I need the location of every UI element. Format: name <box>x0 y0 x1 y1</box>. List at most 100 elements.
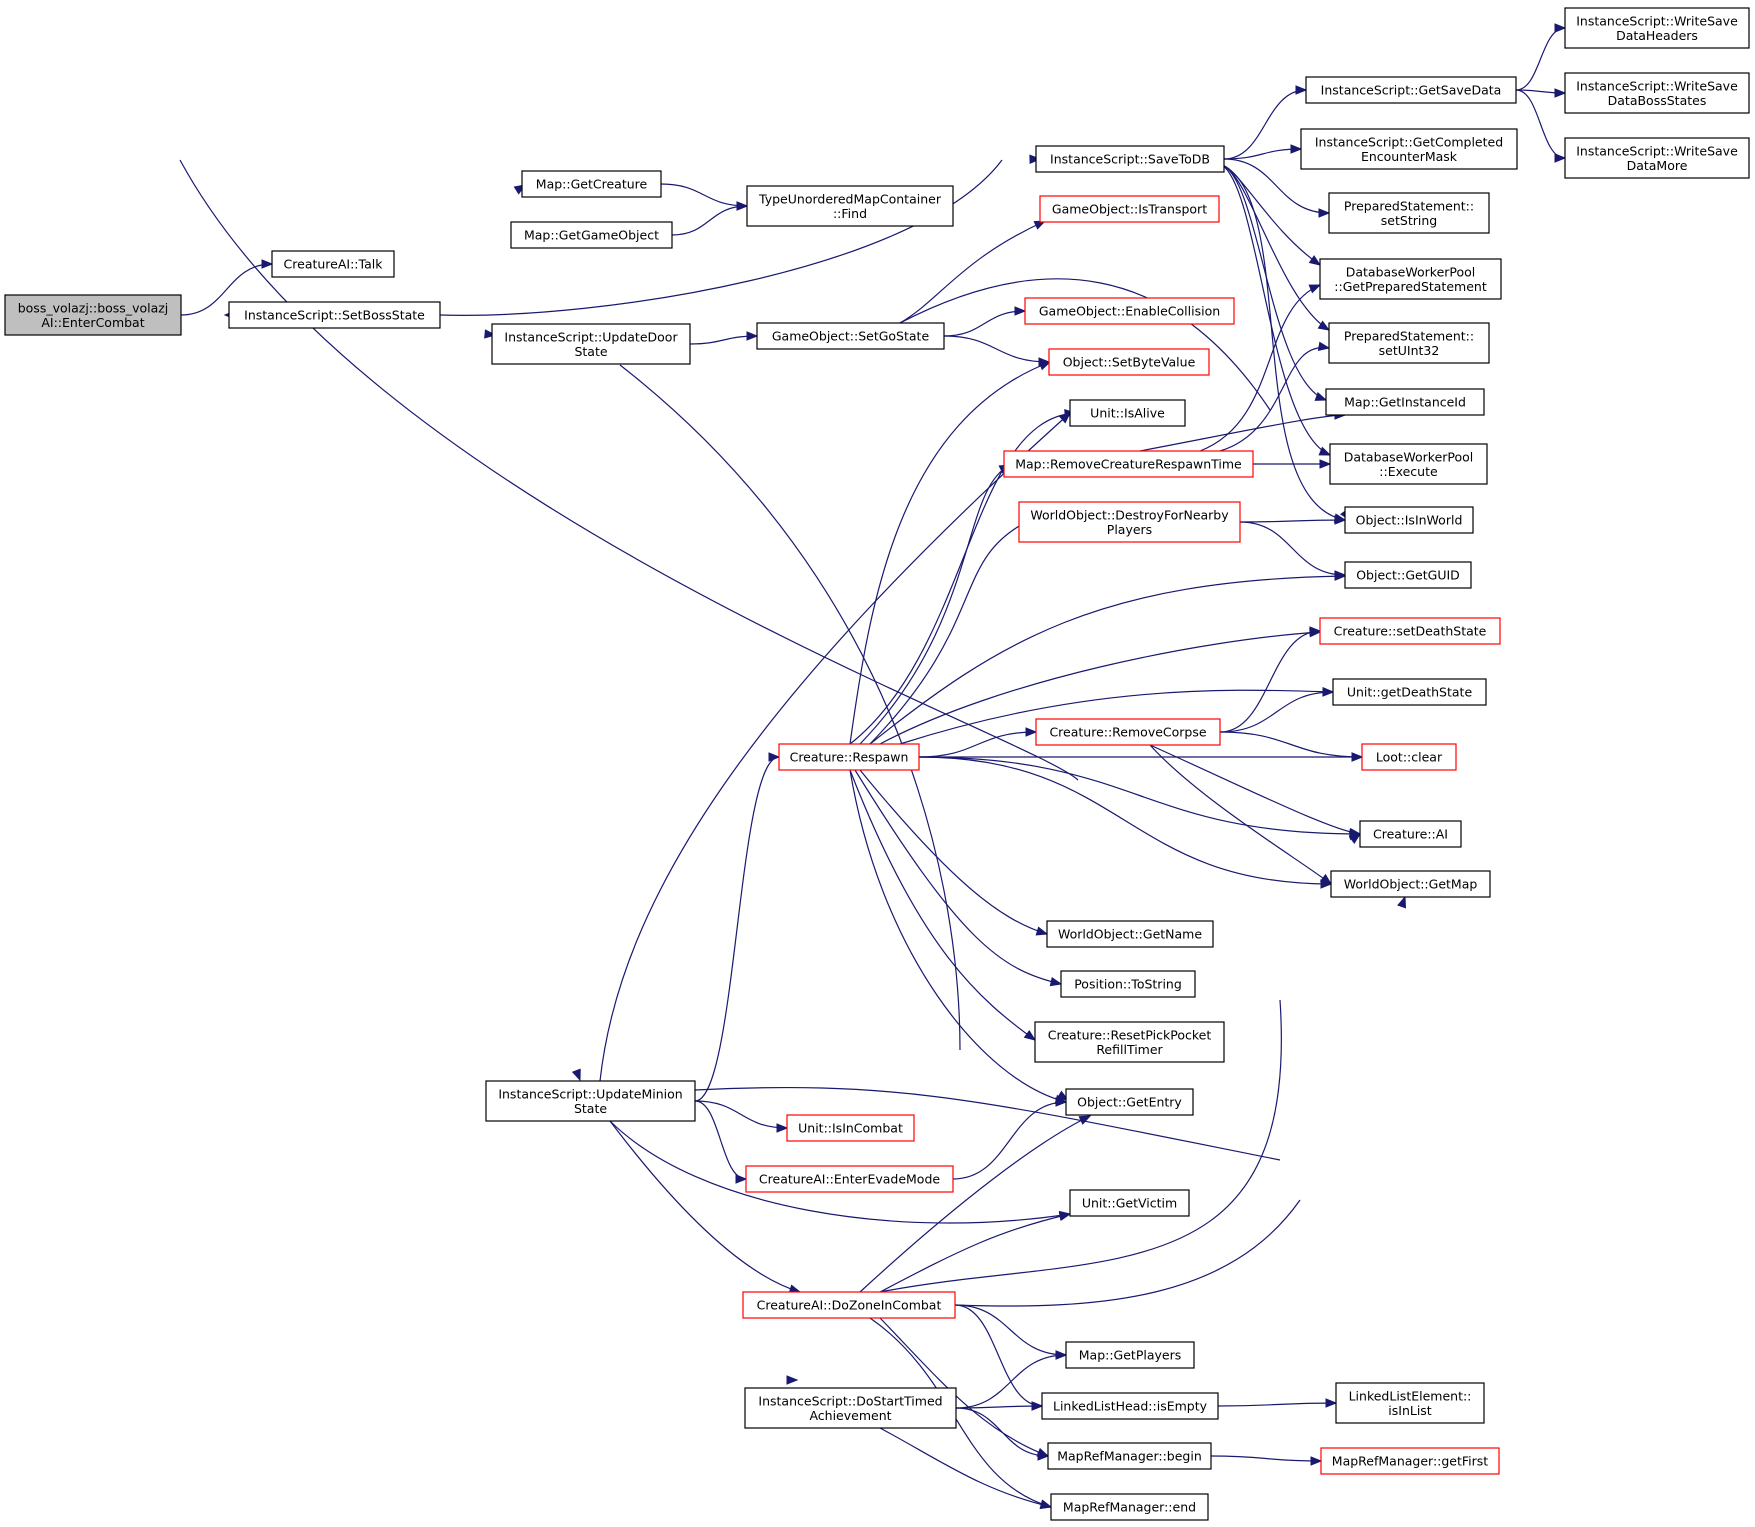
edge-line <box>694 756 780 1102</box>
edge-line <box>671 205 748 236</box>
node-getcreature[interactable]: Map::GetCreature <box>521 170 662 198</box>
node-lootclear[interactable]: Loot::clear <box>1361 743 1457 771</box>
node-talk[interactable]: CreatureAI::Talk <box>271 250 395 278</box>
node-getvictim[interactable]: Unit::GetVictim <box>1069 1189 1190 1217</box>
node-istransport[interactable]: GameObject::IsTransport <box>1039 195 1220 223</box>
node-label: TypeUnorderedMapContainer <box>758 191 942 206</box>
node-respawn[interactable]: Creature::Respawn <box>778 743 920 771</box>
node-box <box>1039 195 1220 223</box>
node-savetodb[interactable]: InstanceScript::SaveToDB <box>1035 145 1225 173</box>
node-removeresp[interactable]: Map::RemoveCreatureRespawnTime <box>1003 450 1254 478</box>
node-setdeath[interactable]: Creature::setDeathState <box>1319 617 1501 645</box>
node-setuint32[interactable]: PreparedStatement::setUInt32 <box>1328 322 1490 364</box>
node-label: Unit::getDeathState <box>1347 685 1473 700</box>
edge-arrowhead <box>1317 341 1331 351</box>
node-label: State <box>574 1101 607 1116</box>
edge-respawn-to-creatureai <box>918 756 1362 839</box>
node-getname[interactable]: WorldObject::GetName <box>1046 920 1214 948</box>
node-box <box>271 250 395 278</box>
edge-line <box>1515 27 1566 91</box>
edge-destroyfor-to-isinworld <box>1239 515 1347 525</box>
node-getfirst[interactable]: MapRefManager::getFirst <box>1320 1447 1500 1475</box>
node-setgostate[interactable]: GameObject::SetGoState <box>756 322 945 350</box>
node-setboss[interactable]: InstanceScript::SetBossState <box>228 301 441 329</box>
node-box <box>742 1291 956 1319</box>
node-isinlist[interactable]: LinkedListElement::isInList <box>1335 1382 1485 1424</box>
node-getinstid[interactable]: Map::GetInstanceId <box>1325 388 1485 416</box>
node-execute[interactable]: DatabaseWorkerPool::Execute <box>1329 443 1488 485</box>
node-enterevade[interactable]: CreatureAI::EnterEvadeMode <box>745 1165 954 1193</box>
node-label: InstanceScript::WriteSave <box>1576 13 1738 28</box>
node-label: MapRefManager::end <box>1063 1500 1196 1515</box>
edge-arrowhead <box>1325 1398 1338 1408</box>
node-isempty[interactable]: LinkedListHead::isEmpty <box>1041 1392 1219 1420</box>
edge-dozone-to-getplayers <box>954 1304 1068 1360</box>
edge-line <box>1149 744 1332 885</box>
node-isalive[interactable]: Unit::IsAlive <box>1069 399 1186 427</box>
node-label: InstanceScript::WriteSave <box>1576 78 1738 93</box>
node-creatureai[interactable]: Creature::AI <box>1359 820 1462 848</box>
node-box <box>1046 920 1214 948</box>
node-label: InstanceScript::DoStartTimed <box>758 1393 942 1408</box>
edge-arrowhead <box>1554 88 1567 98</box>
node-getdeath[interactable]: Unit::getDeathState <box>1332 678 1487 706</box>
node-getcompleted[interactable]: InstanceScript::GetCompletedEncounterMas… <box>1300 128 1518 170</box>
edge-arrowhead <box>1078 1115 1092 1125</box>
edge-line <box>180 263 273 316</box>
edge-line <box>954 1304 1067 1356</box>
edge-line <box>952 1101 1067 1180</box>
node-getplayers[interactable]: Map::GetPlayers <box>1065 1341 1195 1369</box>
edge-line <box>879 1213 1071 1293</box>
edge-line <box>439 159 1003 316</box>
node-getgo[interactable]: Map::GetGameObject <box>510 221 673 249</box>
edge-line <box>1221 164 1327 401</box>
node-isincombat[interactable]: Unit::IsInCombat <box>786 1114 915 1142</box>
node-label: PreparedStatement:: <box>1344 198 1474 213</box>
node-begin[interactable]: MapRefManager::begin <box>1047 1442 1212 1470</box>
node-setbyte[interactable]: Object::SetByteValue <box>1048 348 1210 376</box>
edge-line <box>1219 630 1321 733</box>
node-box <box>746 185 954 227</box>
node-getprep[interactable]: DatabaseWorkerPool::GetPreparedStatement <box>1319 258 1502 300</box>
node-label: GameObject::IsTransport <box>1052 202 1207 217</box>
node-label: Map::GetGameObject <box>524 228 659 243</box>
node-getentry[interactable]: Object::GetEntry <box>1065 1088 1194 1116</box>
node-enablecoll[interactable]: GameObject::EnableCollision <box>1024 297 1235 325</box>
edge-arrowhead <box>1309 626 1322 636</box>
node-end[interactable]: MapRefManager::end <box>1050 1493 1209 1521</box>
node-getsavedata[interactable]: InstanceScript::GetSaveData <box>1305 76 1517 104</box>
edge-updateminion-to-isalive <box>599 412 1072 1082</box>
edge-line <box>609 1120 1071 1224</box>
node-box <box>1328 192 1490 234</box>
edge-respawn-to-resetpick <box>849 769 1037 1041</box>
node-label: RefillTimer <box>1096 1042 1163 1057</box>
node-label: ::GetPreparedStatement <box>1334 279 1487 294</box>
node-label: Object::GetEntry <box>1077 1095 1182 1110</box>
node-getmap[interactable]: WorldObject::GetMap <box>1330 870 1491 898</box>
edge-arrowhead <box>768 752 781 762</box>
node-isinworld[interactable]: Object::IsInWorld <box>1344 506 1474 534</box>
edge-line <box>694 1100 788 1129</box>
node-box <box>1564 72 1750 114</box>
edge-dozone-to-isempty <box>954 1304 1044 1411</box>
node-removecorpse[interactable]: Creature::RemoveCorpse <box>1035 718 1221 746</box>
node-getguid[interactable]: Object::GetGUID <box>1344 561 1472 589</box>
node-setstring[interactable]: PreparedStatement::setString <box>1328 192 1490 234</box>
node-label: InstanceScript::WriteSave <box>1576 143 1738 158</box>
node-label: InstanceScript::SaveToDB <box>1050 152 1210 167</box>
edge-removecorpse-to-getdeath <box>1219 687 1335 733</box>
node-dozone[interactable]: CreatureAI::DoZoneInCombat <box>742 1291 956 1319</box>
node-tostring[interactable]: Position::ToString <box>1060 970 1196 998</box>
node-find[interactable]: TypeUnorderedMapContainer::Find <box>746 185 954 227</box>
edge-line <box>1199 284 1321 452</box>
node-box <box>786 1114 915 1142</box>
